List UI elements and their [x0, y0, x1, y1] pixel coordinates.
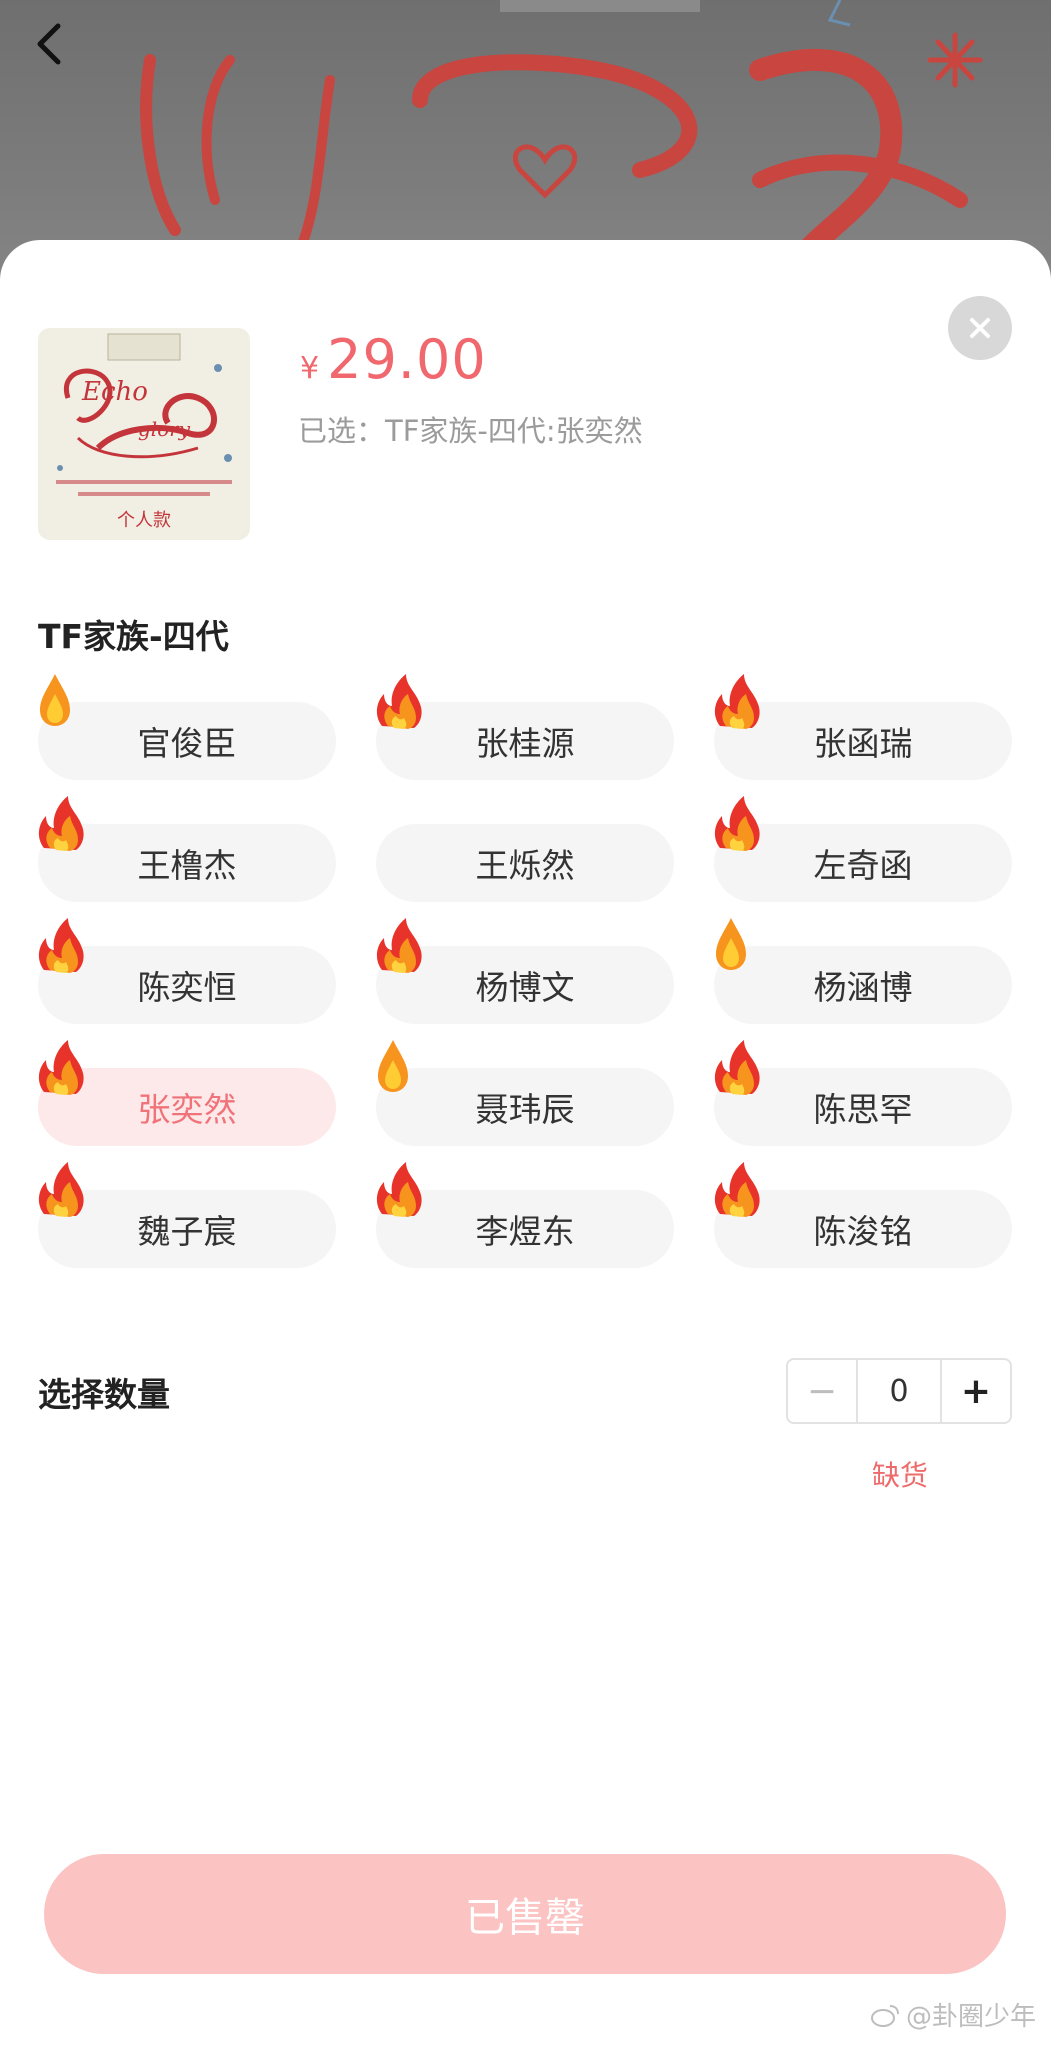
quantity-decrease-button[interactable]: − [806, 1370, 838, 1412]
member-option-wangshuoran[interactable]: 王烁然 [376, 824, 674, 902]
member-option-label: 王橹杰 [137, 846, 237, 885]
member-option-guanjunchen[interactable]: 官俊臣 [38, 674, 336, 780]
selected-option-text: 已选：TF家族-四代:张奕然 [298, 408, 643, 450]
sold-out-button[interactable]: 已售罄 [44, 1854, 1006, 1974]
thumbnail-caption: 个人款 [117, 510, 171, 531]
close-icon [970, 318, 990, 338]
selected-value: TF家族-四代:张奕然 [385, 414, 643, 448]
member-option-label: 杨博文 [475, 968, 575, 1007]
flame-icon [716, 918, 746, 970]
member-option-zhanghanrui[interactable]: 张函瑞 [714, 674, 1012, 780]
price-amount: 29.00 [327, 328, 487, 391]
member-option-chenjunming[interactable]: 陈浚铭 [714, 1162, 1012, 1268]
back-button[interactable] [32, 22, 88, 78]
embroidery-art [140, 0, 983, 271]
member-option-label: 魏子宸 [137, 1212, 237, 1251]
member-option-liyudong[interactable]: 李煜东 [376, 1162, 674, 1268]
sku-selector-sheet: Echo glory 个人款 ¥ 29.00 已选：TF家族-四代:张奕然 TF… [0, 240, 1051, 2049]
selected-label: 已选： [298, 414, 386, 448]
member-option-zhangyiran[interactable]: 张奕然 [38, 1040, 336, 1146]
flame-icon [40, 674, 70, 726]
flame-icon [38, 1040, 84, 1095]
flame-icon [714, 674, 760, 729]
thumbnail-art: Echo glory [38, 328, 250, 540]
member-option-label: 陈浚铭 [813, 1212, 913, 1251]
flame-icon [38, 796, 84, 851]
flame-icon [376, 918, 422, 973]
member-option-yanghanbo[interactable]: 杨涵博 [714, 918, 1012, 1024]
flame-icon [376, 1162, 422, 1217]
member-option-chensihan[interactable]: 陈思罕 [714, 1040, 1012, 1146]
svg-text:glory: glory [138, 417, 191, 441]
weibo-icon [871, 2004, 899, 2027]
quantity-value[interactable]: 0 [856, 1360, 942, 1422]
member-option-label: 张奕然 [137, 1090, 237, 1129]
quantity-label: 选择数量 [38, 1375, 170, 1414]
member-option-label: 左奇函 [813, 846, 913, 885]
svg-text:Echo: Echo [81, 377, 148, 407]
price: ¥ 29.00 [300, 328, 487, 391]
flame-icon [38, 1162, 84, 1217]
flame-icon [38, 918, 84, 973]
flame-icon [378, 1040, 408, 1092]
product-thumbnail: Echo glory 个人款 [38, 328, 250, 540]
member-option-label: 聂玮辰 [475, 1090, 575, 1129]
member-option-chenyiheng[interactable]: 陈奕恒 [38, 918, 336, 1024]
member-option-zhangguiyuan[interactable]: 张桂源 [376, 674, 674, 780]
member-option-label: 杨涵博 [813, 968, 913, 1007]
chevron-left-icon [37, 23, 61, 65]
currency-symbol: ¥ [300, 351, 320, 386]
member-option-label: 陈思罕 [813, 1090, 913, 1129]
member-option-label: 张函瑞 [813, 724, 913, 763]
member-option-wanglujie[interactable]: 王橹杰 [38, 796, 336, 902]
member-option-label: 王烁然 [475, 846, 575, 885]
watermark-text: @卦圈少年 [906, 2002, 1037, 2032]
member-option-label: 张桂源 [475, 724, 575, 763]
watermark: @卦圈少年 [870, 1996, 1036, 2033]
flame-icon [714, 1162, 760, 1217]
flame-icon [376, 674, 422, 729]
member-option-zuoqihan[interactable]: 左奇函 [714, 796, 1012, 902]
member-option-yangbowen[interactable]: 杨博文 [376, 918, 674, 1024]
member-option-label: 李煜东 [475, 1212, 575, 1251]
close-button[interactable] [948, 296, 1012, 360]
flame-icon [714, 796, 760, 851]
flame-icon [714, 1040, 760, 1095]
quantity-stepper: − 0 + [786, 1358, 1012, 1424]
member-option-label: 陈奕恒 [137, 968, 237, 1007]
quantity-increase-button[interactable]: + [960, 1370, 992, 1412]
group-title: TF家族-四代 [38, 617, 229, 656]
member-option-weizichen[interactable]: 魏子宸 [38, 1162, 336, 1268]
member-option-label: 官俊臣 [137, 724, 237, 763]
stock-status: 缺货 [872, 1459, 929, 1492]
member-option-nieweichen[interactable]: 聂玮辰 [376, 1040, 674, 1146]
